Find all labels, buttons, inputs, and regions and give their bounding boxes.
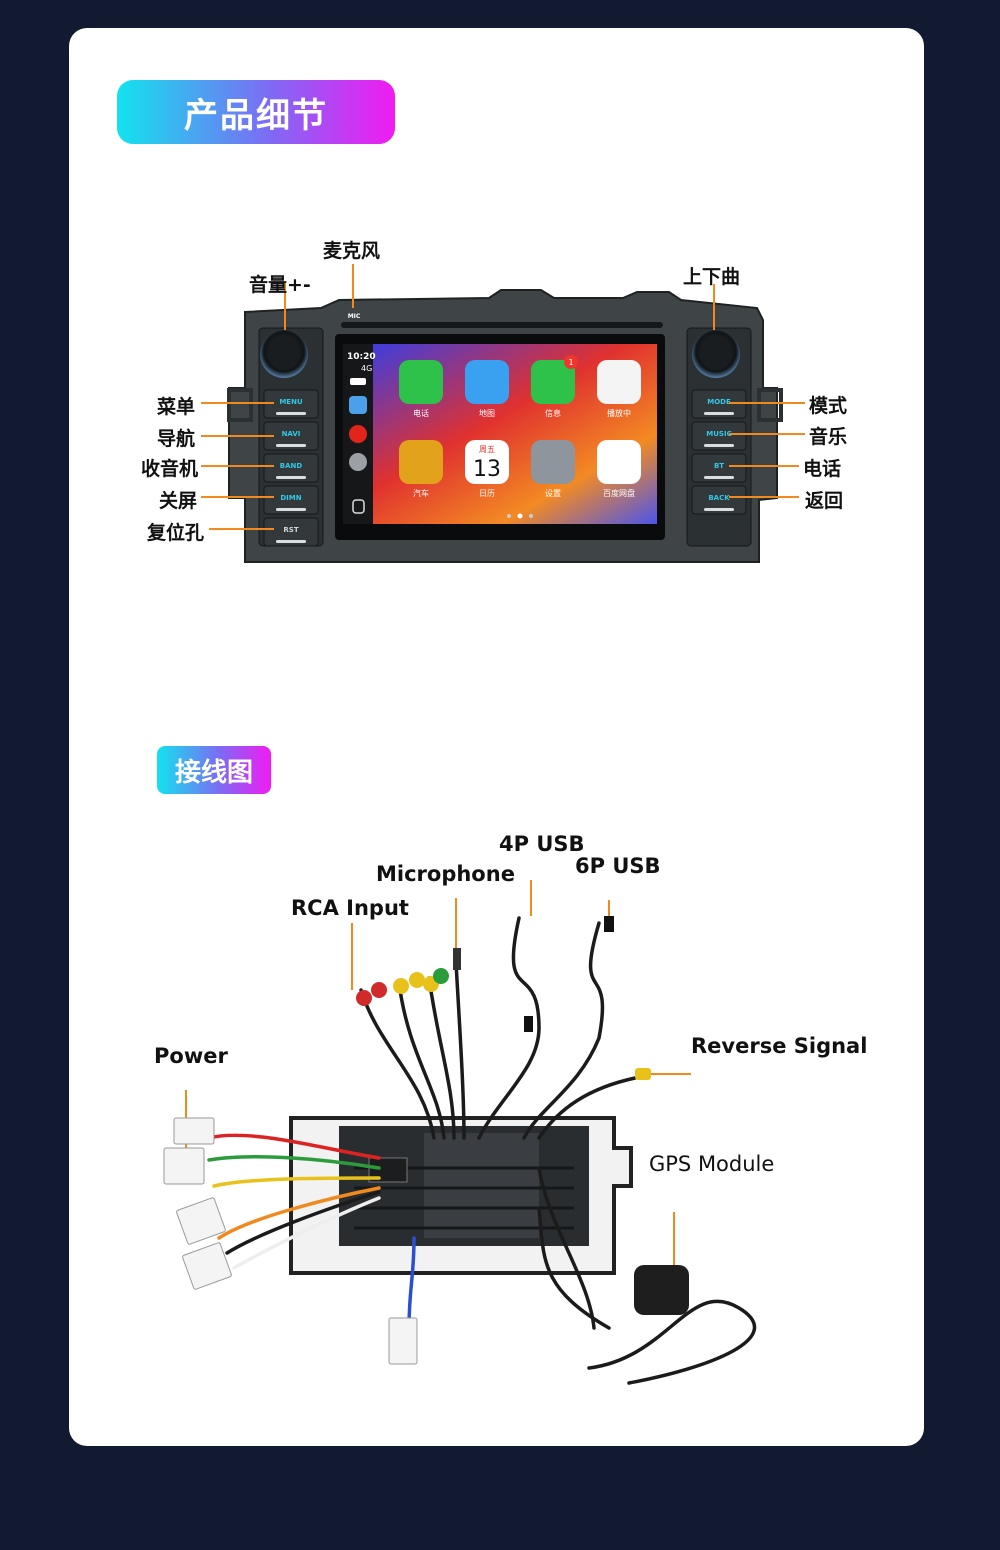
section-title-product-details: 产品细节 xyxy=(117,80,395,144)
right-button-label: MODE xyxy=(707,398,731,406)
left-button-dimn[interactable]: DIMN xyxy=(263,485,319,515)
app-label: 设置 xyxy=(545,488,561,498)
left-button-band[interactable]: BAND xyxy=(263,453,319,483)
right-button-back[interactable]: BACK xyxy=(691,485,747,515)
right-button-column: MODE MUSIC BT BACK xyxy=(691,389,747,515)
app-label: 地图 xyxy=(479,408,495,418)
usb-4p-plug xyxy=(524,1016,533,1032)
usb-6p-plug xyxy=(604,916,614,932)
app-label: 播放中 xyxy=(607,408,631,418)
callout-volume: 音量+- xyxy=(249,274,311,296)
app-label: 汽车 xyxy=(413,488,429,498)
reverse-signal-plug xyxy=(635,1068,651,1080)
app-tile[interactable]: 设置 xyxy=(531,440,575,498)
left-button-rst[interactable]: RST xyxy=(263,517,319,547)
maps-icon xyxy=(465,360,509,404)
callout-mic: 麦克风 xyxy=(323,240,381,262)
gps-module xyxy=(634,1265,689,1315)
badge-count: 1 xyxy=(568,358,573,367)
callout-screen-off: 关屏 xyxy=(159,490,198,512)
notification-badge xyxy=(564,355,578,369)
right-button-label: MUSIC xyxy=(706,430,731,438)
right-button-mode[interactable]: MODE xyxy=(691,389,747,419)
label-reverse-signal: Reverse Signal xyxy=(691,1034,868,1058)
right-button-label: BT xyxy=(714,462,724,470)
left-button-column: MENU NAVI BAND DIMN RST xyxy=(263,389,319,547)
app-tile[interactable]: 百度网盘 xyxy=(597,440,641,498)
label-power: Power xyxy=(154,1044,228,1068)
settings-gear-icon xyxy=(531,440,575,484)
callout-music: 音乐 xyxy=(809,426,848,448)
label-microphone: Microphone xyxy=(376,862,515,886)
right-bracket xyxy=(757,388,783,422)
label-4p-usb: 4P USB xyxy=(499,832,585,856)
calendar-day-number: 13 xyxy=(473,457,501,482)
left-button-label: BAND xyxy=(280,462,303,470)
app-label: 电话 xyxy=(413,408,429,418)
content-card: 产品细节 MENU NAVI BAND DIMN RST MODE MUSIC BT BACK… xyxy=(69,28,924,1446)
app-tile[interactable]: 1 信息 xyxy=(531,355,578,418)
dock-settings-icon[interactable] xyxy=(349,453,367,471)
wiring-illustration xyxy=(163,880,757,1385)
app-tile[interactable]: 汽车 xyxy=(399,440,443,498)
left-bracket xyxy=(227,388,253,422)
calendar-day-name: 周五 xyxy=(479,445,495,454)
rca-plugs xyxy=(356,948,461,1006)
mic-hole-label: MIC xyxy=(348,313,361,320)
callout-phone: 电话 xyxy=(803,458,842,480)
phone-icon xyxy=(399,360,443,404)
app-tile[interactable]: 周五 13 日历 xyxy=(465,440,509,498)
callout-radio: 收音机 xyxy=(141,458,199,480)
dock-netease-icon[interactable] xyxy=(349,425,367,443)
callout-tracks: 上下曲 xyxy=(683,266,741,288)
right-button-label: BACK xyxy=(708,494,730,502)
app-tile[interactable]: 地图 xyxy=(465,360,509,418)
left-button-label: DIMN xyxy=(280,494,301,502)
power-connectors xyxy=(163,1117,418,1365)
calendar-icon xyxy=(465,440,509,484)
now-playing-icon xyxy=(597,360,641,404)
messages-icon xyxy=(531,360,575,404)
left-button-label: MENU xyxy=(279,398,303,406)
dock-home-icon[interactable] xyxy=(352,499,365,514)
callout-lines xyxy=(201,264,805,530)
label-6p-usb: 6P USB xyxy=(575,854,661,878)
left-button-label: NAVI xyxy=(282,430,301,438)
app-label: 信息 xyxy=(545,408,561,418)
callout-menu: 菜单 xyxy=(157,396,196,418)
callout-reset: 复位孔 xyxy=(147,522,205,544)
callout-mode: 模式 xyxy=(809,395,848,417)
dock-maps-icon[interactable] xyxy=(349,396,367,414)
app-tile[interactable]: 电话 xyxy=(399,360,443,418)
app-tile[interactable]: 播放中 xyxy=(597,360,641,418)
status-time: 10:20 xyxy=(347,352,376,362)
left-button-label: RST xyxy=(283,526,298,534)
callout-navi: 导航 xyxy=(157,428,196,450)
right-button-music[interactable]: MUSIC xyxy=(691,421,747,451)
app-label: 日历 xyxy=(479,489,495,498)
app-label: 百度网盘 xyxy=(603,488,635,498)
label-gps-module: GPS Module xyxy=(649,1152,775,1176)
left-button-menu[interactable]: MENU xyxy=(263,389,319,419)
section-title-wiring-diagram: 接线图 xyxy=(157,746,271,794)
baidu-netdisk-icon xyxy=(597,440,641,484)
car-exit-icon xyxy=(399,440,443,484)
right-button-bt[interactable]: BT xyxy=(691,453,747,483)
status-network: 4G xyxy=(361,364,372,373)
label-rca-input: RCA Input xyxy=(291,896,409,920)
callout-back: 返回 xyxy=(805,490,844,512)
